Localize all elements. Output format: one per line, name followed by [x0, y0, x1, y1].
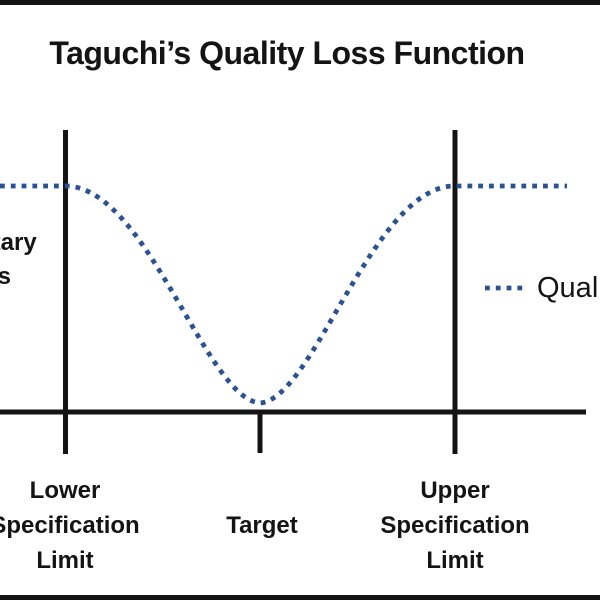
top-border: [0, 0, 600, 5]
legend: Quality Loss: [484, 270, 600, 306]
y-axis-label: Monetary Loss: [0, 229, 37, 290]
bottom-border: [0, 595, 600, 600]
legend-label: Quality Loss: [537, 271, 600, 304]
upper-spec-limit-label: Upper Specification Limit: [380, 477, 530, 574]
loss-curve: [0, 183, 567, 406]
legend-dotted-line-icon: [485, 285, 528, 291]
lower-spec-limit-label: Lower Specification Limit: [0, 477, 140, 574]
target-label: Target: [226, 512, 298, 539]
chart-title: Taguchi’s Quality Loss Function: [49, 35, 525, 72]
